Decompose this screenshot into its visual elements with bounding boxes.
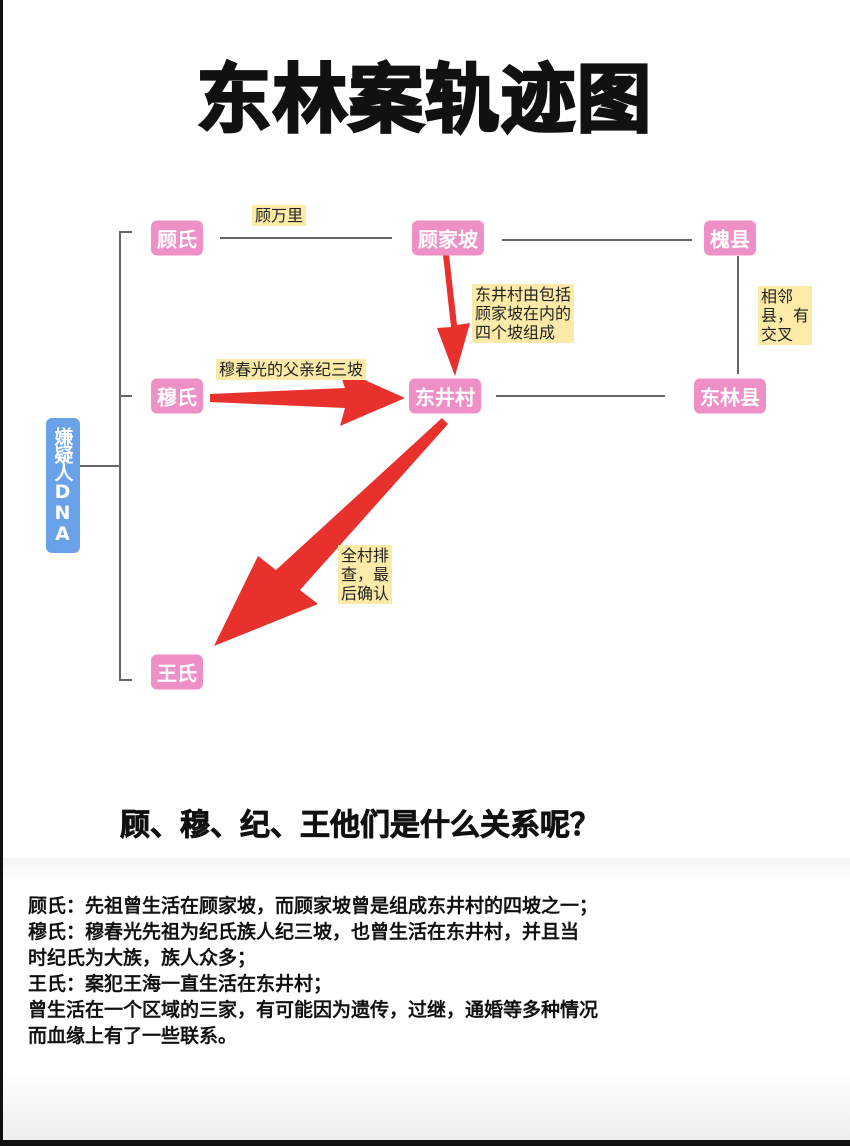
note-investigation: 全村排 查，最 后确认 xyxy=(338,545,393,604)
note-dongjingcun-composition: 东井村由包括 顾家坡在内的 四个坡组成 xyxy=(472,284,575,343)
node-donglinxian: 东林县 xyxy=(694,378,766,414)
diagram-connectors xyxy=(80,231,739,681)
description-line: 而血缘上有了一些联系。 xyxy=(28,1025,238,1047)
root-suspect-dna: 嫌疑人DNA xyxy=(46,418,80,553)
description-line: 时纪氏为大族，族人众多； xyxy=(28,947,257,969)
description-panel xyxy=(3,858,850,1140)
node-gu: 顾氏 xyxy=(151,220,203,256)
node-gujiapo: 顾家坡 xyxy=(412,220,484,256)
description-line: 顾氏：先祖曾生活在顾家坡，而顾家坡曾是组成东井村的四坡之一； xyxy=(28,895,599,917)
node-huaixian: 槐县 xyxy=(704,220,756,256)
description-line: 穆氏：穆春光先祖为纪氏族人纪三坡，也曾生活在东井村，并且当 xyxy=(28,921,580,943)
note-mu-father: 穆春光的父亲纪三坡 xyxy=(216,359,367,380)
description-text: 顾氏：先祖曾生活在顾家坡，而顾家坡曾是组成东井村的四坡之一； 穆氏：穆春光先祖为… xyxy=(28,893,828,1049)
question-heading: 顾、穆、纪、王他们是什么关系呢？ xyxy=(120,808,601,844)
description-line: 曾生活在一个区域的三家，有可能因为遗传，过继，通婚等多种情况 xyxy=(28,999,599,1021)
node-mu: 穆氏 xyxy=(151,378,203,414)
frame-border-bottom xyxy=(0,1140,850,1146)
note-guwanli: 顾万里 xyxy=(252,205,307,226)
frame-border xyxy=(0,0,3,1146)
bracket-line xyxy=(119,231,132,681)
node-dongjingcun: 东井村 xyxy=(409,378,481,414)
description-line: 王氏：案犯王海一直生活在东井村； xyxy=(28,973,333,995)
node-wang: 王氏 xyxy=(151,654,203,690)
arrow-mu-dongjingcun xyxy=(210,368,405,426)
arrow-gujiapo-dongjingcun xyxy=(437,255,470,376)
page-title: 东林案轨迹图 xyxy=(196,56,653,145)
arrow-dongjingcun-wang xyxy=(214,418,448,646)
note-neighbor-county: 相邻 县，有 交叉 xyxy=(758,286,813,345)
